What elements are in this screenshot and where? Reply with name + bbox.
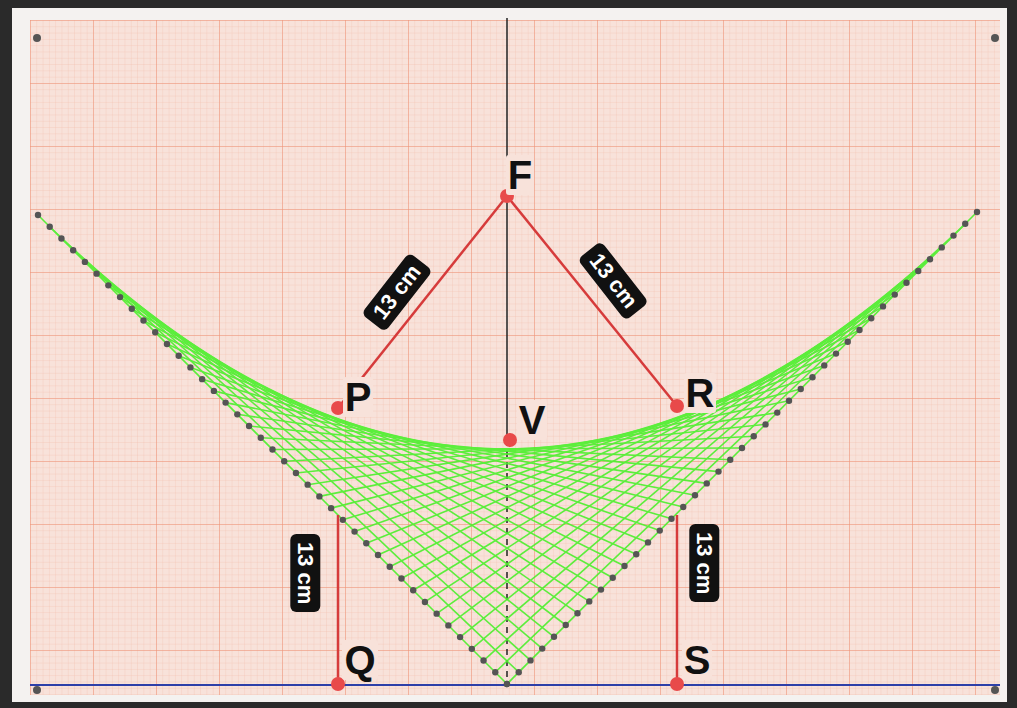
nail	[974, 209, 980, 215]
nail	[962, 221, 968, 227]
nail	[410, 587, 416, 593]
nail	[152, 329, 158, 335]
nail	[375, 552, 381, 558]
nail	[880, 303, 886, 309]
nail	[762, 421, 768, 427]
nail	[680, 504, 686, 510]
nail	[939, 244, 945, 250]
green-string	[460, 259, 930, 637]
nail	[387, 564, 393, 570]
nail	[950, 232, 956, 238]
point-label: R	[684, 373, 717, 413]
nail	[316, 493, 322, 499]
nail	[176, 353, 182, 359]
nail	[222, 399, 228, 405]
nail	[117, 294, 123, 300]
dimension-label: 13 cm	[290, 534, 320, 612]
nail	[833, 350, 839, 356]
nail	[892, 291, 898, 297]
nail	[293, 470, 299, 476]
green-string	[472, 247, 942, 648]
nail	[93, 270, 99, 276]
nail	[422, 599, 428, 605]
nail	[927, 256, 933, 262]
nail	[328, 505, 334, 511]
nail	[657, 527, 663, 533]
nail	[645, 539, 651, 545]
nail	[527, 657, 533, 663]
nail	[774, 409, 780, 415]
nail	[269, 446, 275, 452]
nail	[246, 423, 252, 429]
nail	[457, 634, 463, 640]
nail	[821, 362, 827, 368]
point-label: V	[517, 400, 548, 440]
nail	[727, 457, 733, 463]
nail	[809, 374, 815, 380]
nail	[398, 575, 404, 581]
nail	[668, 516, 674, 522]
nail	[504, 681, 510, 687]
nail	[70, 247, 76, 253]
nail	[704, 480, 710, 486]
nail	[574, 610, 580, 616]
nail	[433, 610, 439, 616]
nail	[105, 282, 111, 288]
green-string	[484, 236, 954, 661]
nail	[340, 517, 346, 523]
nail	[445, 622, 451, 628]
nail	[586, 598, 592, 604]
nail	[856, 327, 862, 333]
nail	[504, 681, 510, 687]
nail	[140, 317, 146, 323]
dimension-label: 13 cm	[689, 524, 719, 602]
nail	[845, 339, 851, 345]
nail	[786, 398, 792, 404]
nail	[598, 586, 604, 592]
nail	[516, 669, 522, 675]
nail	[692, 492, 698, 498]
nail	[492, 669, 498, 675]
green-string	[495, 224, 965, 672]
nail	[751, 433, 757, 439]
nail	[903, 280, 909, 286]
nail	[35, 212, 41, 218]
nail	[621, 563, 627, 569]
nail	[480, 657, 486, 663]
nail	[82, 259, 88, 265]
nail	[58, 235, 64, 241]
green-string	[448, 271, 918, 625]
nail	[129, 306, 135, 312]
nail	[633, 551, 639, 557]
nail	[610, 575, 616, 581]
nail	[258, 435, 264, 441]
nail	[363, 540, 369, 546]
nail	[281, 458, 287, 464]
point-label: P	[343, 377, 374, 417]
nail	[739, 445, 745, 451]
nail	[234, 411, 240, 417]
nail	[199, 376, 205, 382]
nail	[563, 622, 569, 628]
nail	[798, 386, 804, 392]
nail	[915, 268, 921, 274]
nail	[868, 315, 874, 321]
nail	[47, 224, 53, 230]
nail	[304, 481, 310, 487]
point-label: S	[682, 640, 713, 680]
nail	[539, 645, 545, 651]
nail	[187, 364, 193, 370]
nail	[551, 634, 557, 640]
nail	[469, 646, 475, 652]
point-label: F	[506, 155, 534, 195]
nail	[211, 388, 217, 394]
nail	[164, 341, 170, 347]
nail	[351, 528, 357, 534]
nail	[715, 468, 721, 474]
point-label: Q	[342, 640, 377, 680]
